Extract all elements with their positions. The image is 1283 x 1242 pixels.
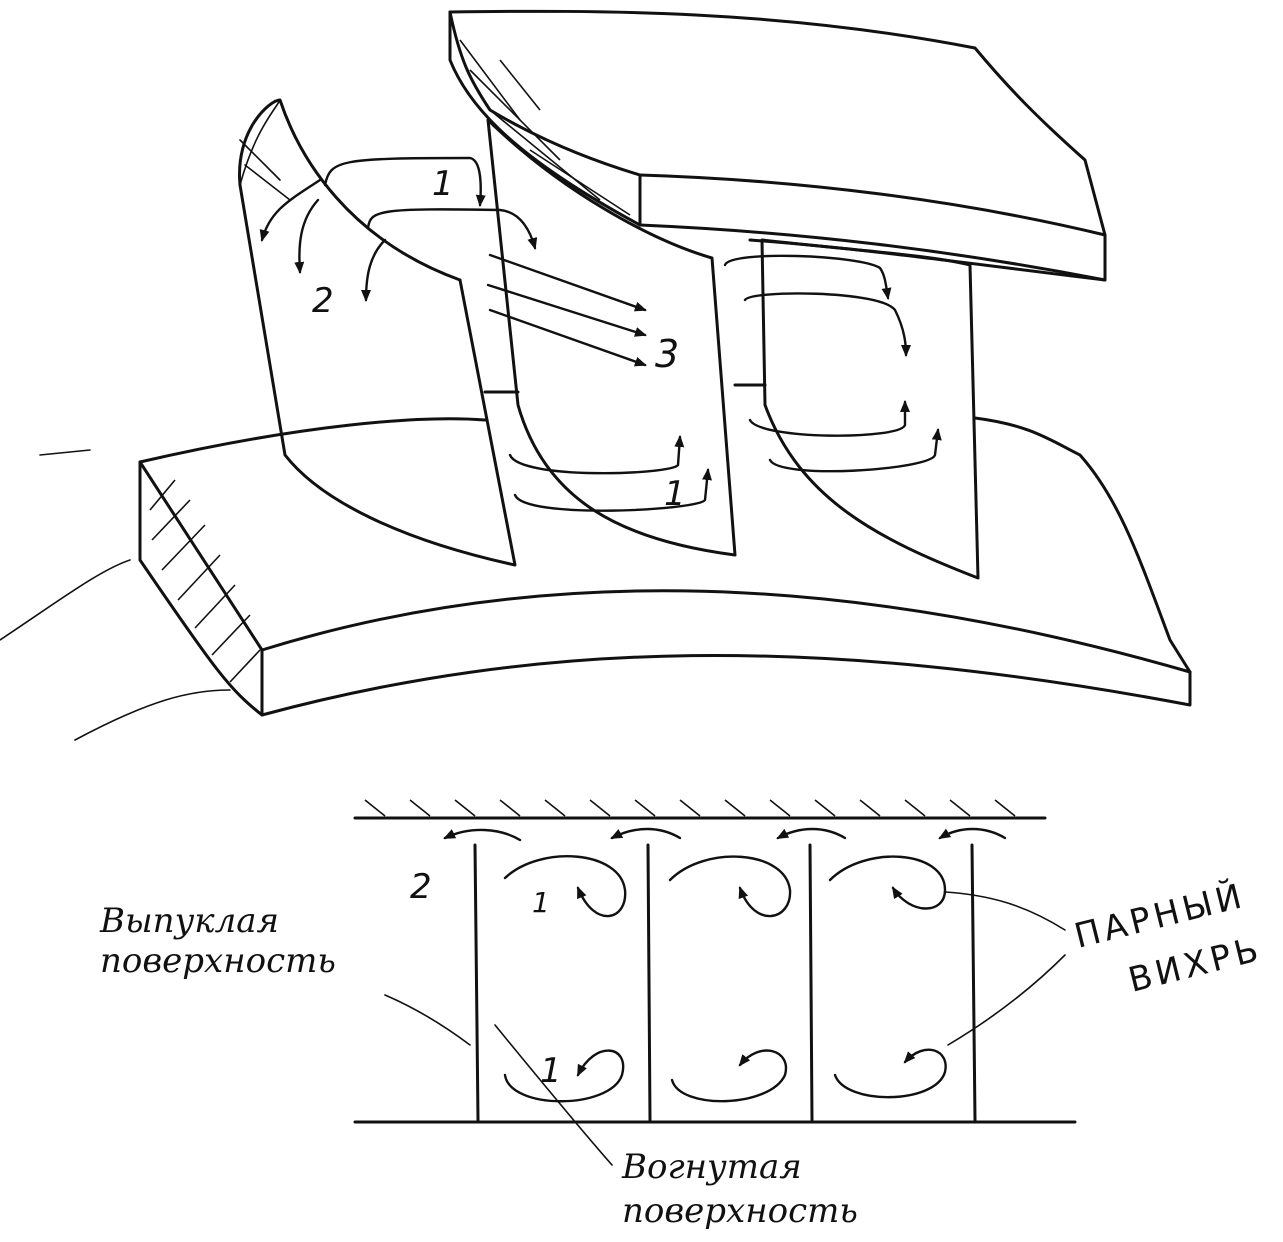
convex-surface-label-2: поверхность xyxy=(100,941,336,981)
blade-section-4 xyxy=(970,843,977,1122)
concave-leader xyxy=(494,1024,613,1166)
shroud-platform xyxy=(448,9,1107,282)
flow-arrows xyxy=(259,156,942,512)
stream-label-3: 3 xyxy=(655,332,679,376)
concave-surface-label-2: поверхность xyxy=(622,1191,858,1231)
blade-2 xyxy=(483,118,737,557)
tip-leakage-arrows xyxy=(443,827,1007,842)
stream-label-1: 1 xyxy=(432,164,454,204)
hub-hatching xyxy=(149,479,261,683)
top-wall-hatching xyxy=(364,799,1016,817)
cross-section-view: 2 1 1 Выпуклая поверхность Вогнутая пове… xyxy=(99,799,1266,1231)
vortex-leader-upper xyxy=(944,891,1066,931)
shroud-hatching xyxy=(459,39,631,216)
blade-3 xyxy=(733,238,980,580)
stream-label-1-lower: 1 xyxy=(664,474,686,514)
concave-surface-label-1: Вогнутая xyxy=(621,1147,802,1187)
isometric-view: 1 2 3 1 xyxy=(0,9,1192,741)
vortex-leader-lower xyxy=(947,954,1066,1046)
vortex-pairs xyxy=(503,855,947,1103)
hub-platform xyxy=(0,416,1192,741)
blade-section-2 xyxy=(646,843,652,1122)
blade-section-3 xyxy=(808,843,814,1122)
blade-section-1 xyxy=(473,843,480,1122)
section-label-1-upper: 1 xyxy=(532,886,550,919)
blade-1 xyxy=(238,98,517,567)
stream-label-2: 2 xyxy=(312,281,334,321)
convex-surface-label-1: Выпуклая xyxy=(99,901,279,941)
section-label-1-lower: 1 xyxy=(540,1051,562,1091)
section-label-2: 2 xyxy=(410,867,432,907)
convex-leader xyxy=(384,994,471,1046)
